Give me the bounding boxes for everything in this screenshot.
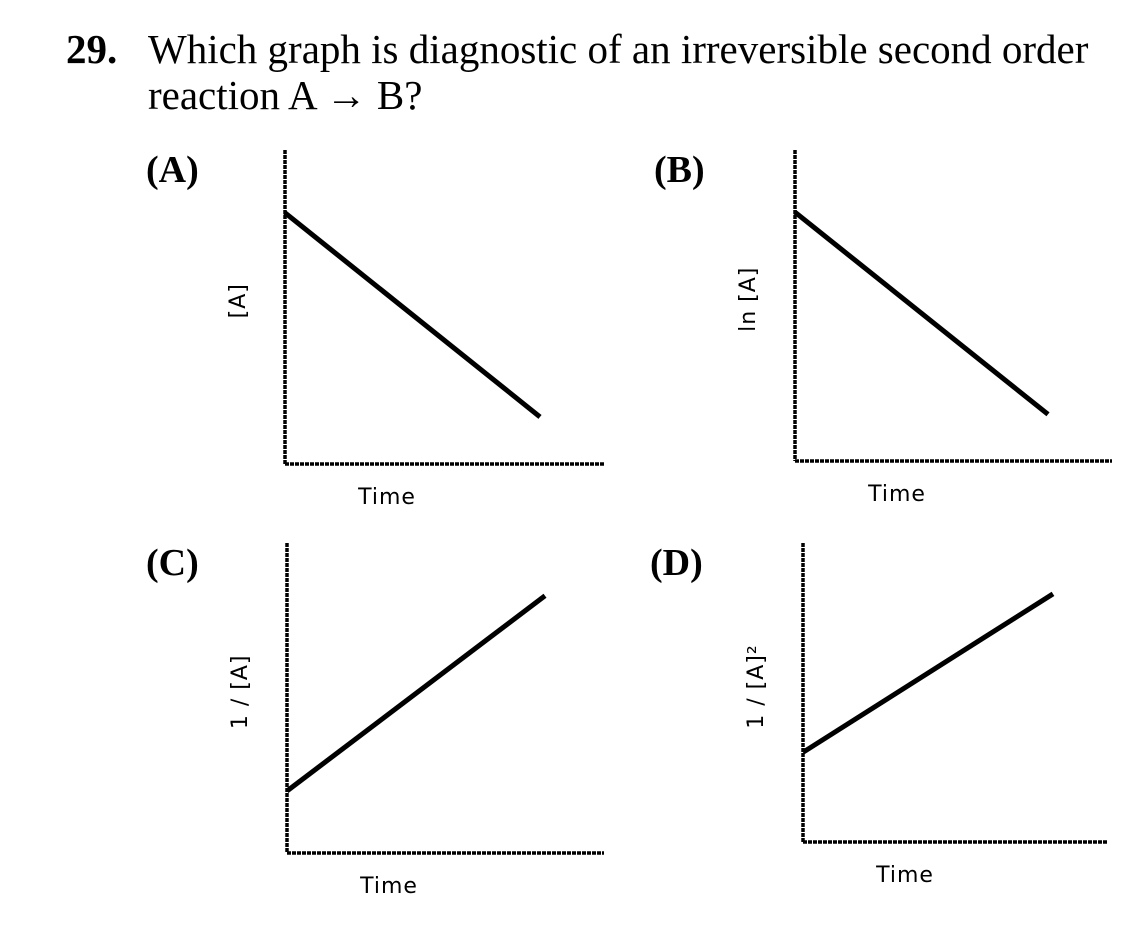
data-line-c — [285, 593, 547, 793]
data-line-a — [283, 210, 542, 419]
data-line-b — [793, 210, 1050, 417]
graph-b: Time ln [A] — [736, 150, 1112, 507]
graph-panel-d: (D) Time 1 / [A]² — [650, 543, 1145, 903]
y-axis-title-a: [A] — [226, 283, 251, 318]
option-label-b: (B) — [654, 149, 705, 191]
y-axis-title-b: ln [A] — [736, 267, 761, 332]
x-axis-title-d: Time — [875, 863, 934, 888]
y-axis-title-c: 1 / [A] — [228, 654, 253, 729]
y-axis-title-d: 1 / [A]² — [744, 644, 769, 728]
option-label-d: (D) — [650, 542, 703, 584]
graph-d: Time 1 / [A]² — [744, 543, 1108, 888]
option-label-a: (A) — [146, 149, 199, 191]
graph-panel-b: (B) Time ln [A] — [654, 150, 1145, 510]
graph-c: Time 1 / [A] — [228, 543, 604, 899]
data-line-d — [801, 591, 1055, 755]
x-axis-title-c: Time — [359, 874, 418, 899]
question-number: 29. — [66, 26, 118, 72]
x-axis-title-b: Time — [867, 482, 926, 507]
question-line-2: reaction A → B? — [148, 72, 423, 118]
x-axis-title-a: Time — [357, 485, 416, 510]
graph-panel-c: (C) Time 1 / [A] — [146, 543, 646, 903]
question-line-1: Which graph is diagnostic of an irrevers… — [148, 26, 1089, 72]
graph-panel-a: (A) Time [A] — [146, 150, 646, 510]
option-label-c: (C) — [146, 542, 199, 584]
graph-a: Time [A] — [226, 150, 604, 510]
question-text: Which graph is diagnostic of an irrevers… — [148, 26, 1123, 118]
